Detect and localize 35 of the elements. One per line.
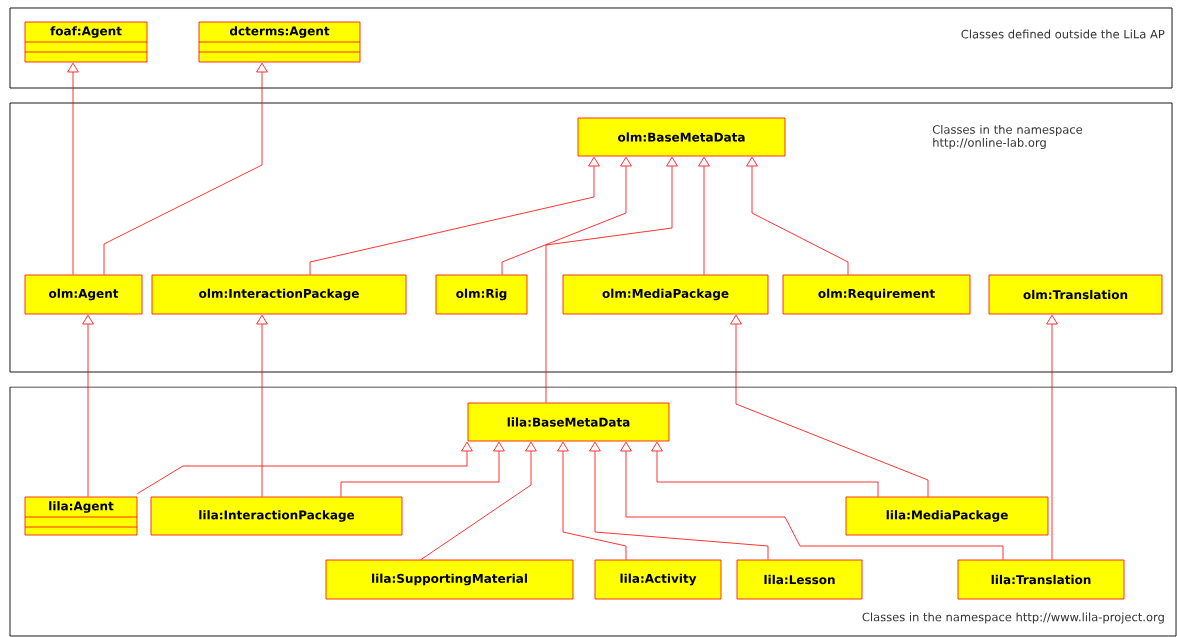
generalization-arrow: [698, 156, 710, 275]
class-box: lila:Lesson: [736, 559, 863, 600]
generalization-arrow: [67, 62, 79, 275]
generalization-arrow: [730, 314, 929, 497]
generalization-arrow: [746, 156, 849, 275]
generalization-arrow: [545, 156, 678, 403]
generalization-arrow: [501, 156, 632, 275]
generalization-arrow: [1046, 314, 1058, 560]
generalization-arrow: [82, 314, 94, 497]
class-box: lila:Translation: [957, 559, 1125, 600]
class-box: lila:Agent: [24, 496, 138, 536]
generalization-arrow: [589, 441, 769, 560]
class-box: olm:Rig: [435, 274, 528, 315]
class-box: olm:Requirement: [782, 274, 971, 315]
class-box: lila:SupportingMaterial: [325, 559, 574, 600]
class-box: olm:BaseMetaData: [577, 117, 786, 157]
class-box: olm:MediaPackage: [562, 274, 769, 315]
generalization-arrow: [309, 156, 600, 275]
class-box: lila:Activity: [594, 559, 722, 600]
class-box: foaf:Agent: [24, 21, 148, 63]
class-box: lila:BaseMetaData: [467, 402, 670, 442]
generalization-arrow: [137, 441, 473, 494]
generalization-arrow: [651, 441, 879, 497]
generalization-arrow: [557, 441, 627, 560]
class-box: lila:InteractionPackage: [150, 496, 403, 536]
generalization-arrow: [103, 62, 268, 275]
generalization-arrow: [340, 441, 505, 497]
generalization-arrow: [420, 441, 537, 560]
class-box: olm:Translation: [988, 274, 1163, 315]
generalization-arrow: [620, 441, 1004, 560]
class-box: olm:InteractionPackage: [151, 274, 407, 315]
class-box: lila:MediaPackage: [845, 496, 1049, 536]
class-box: dcterms:Agent: [198, 21, 361, 63]
generalization-arrow: [256, 314, 268, 497]
class-box: olm:Agent: [24, 274, 143, 315]
